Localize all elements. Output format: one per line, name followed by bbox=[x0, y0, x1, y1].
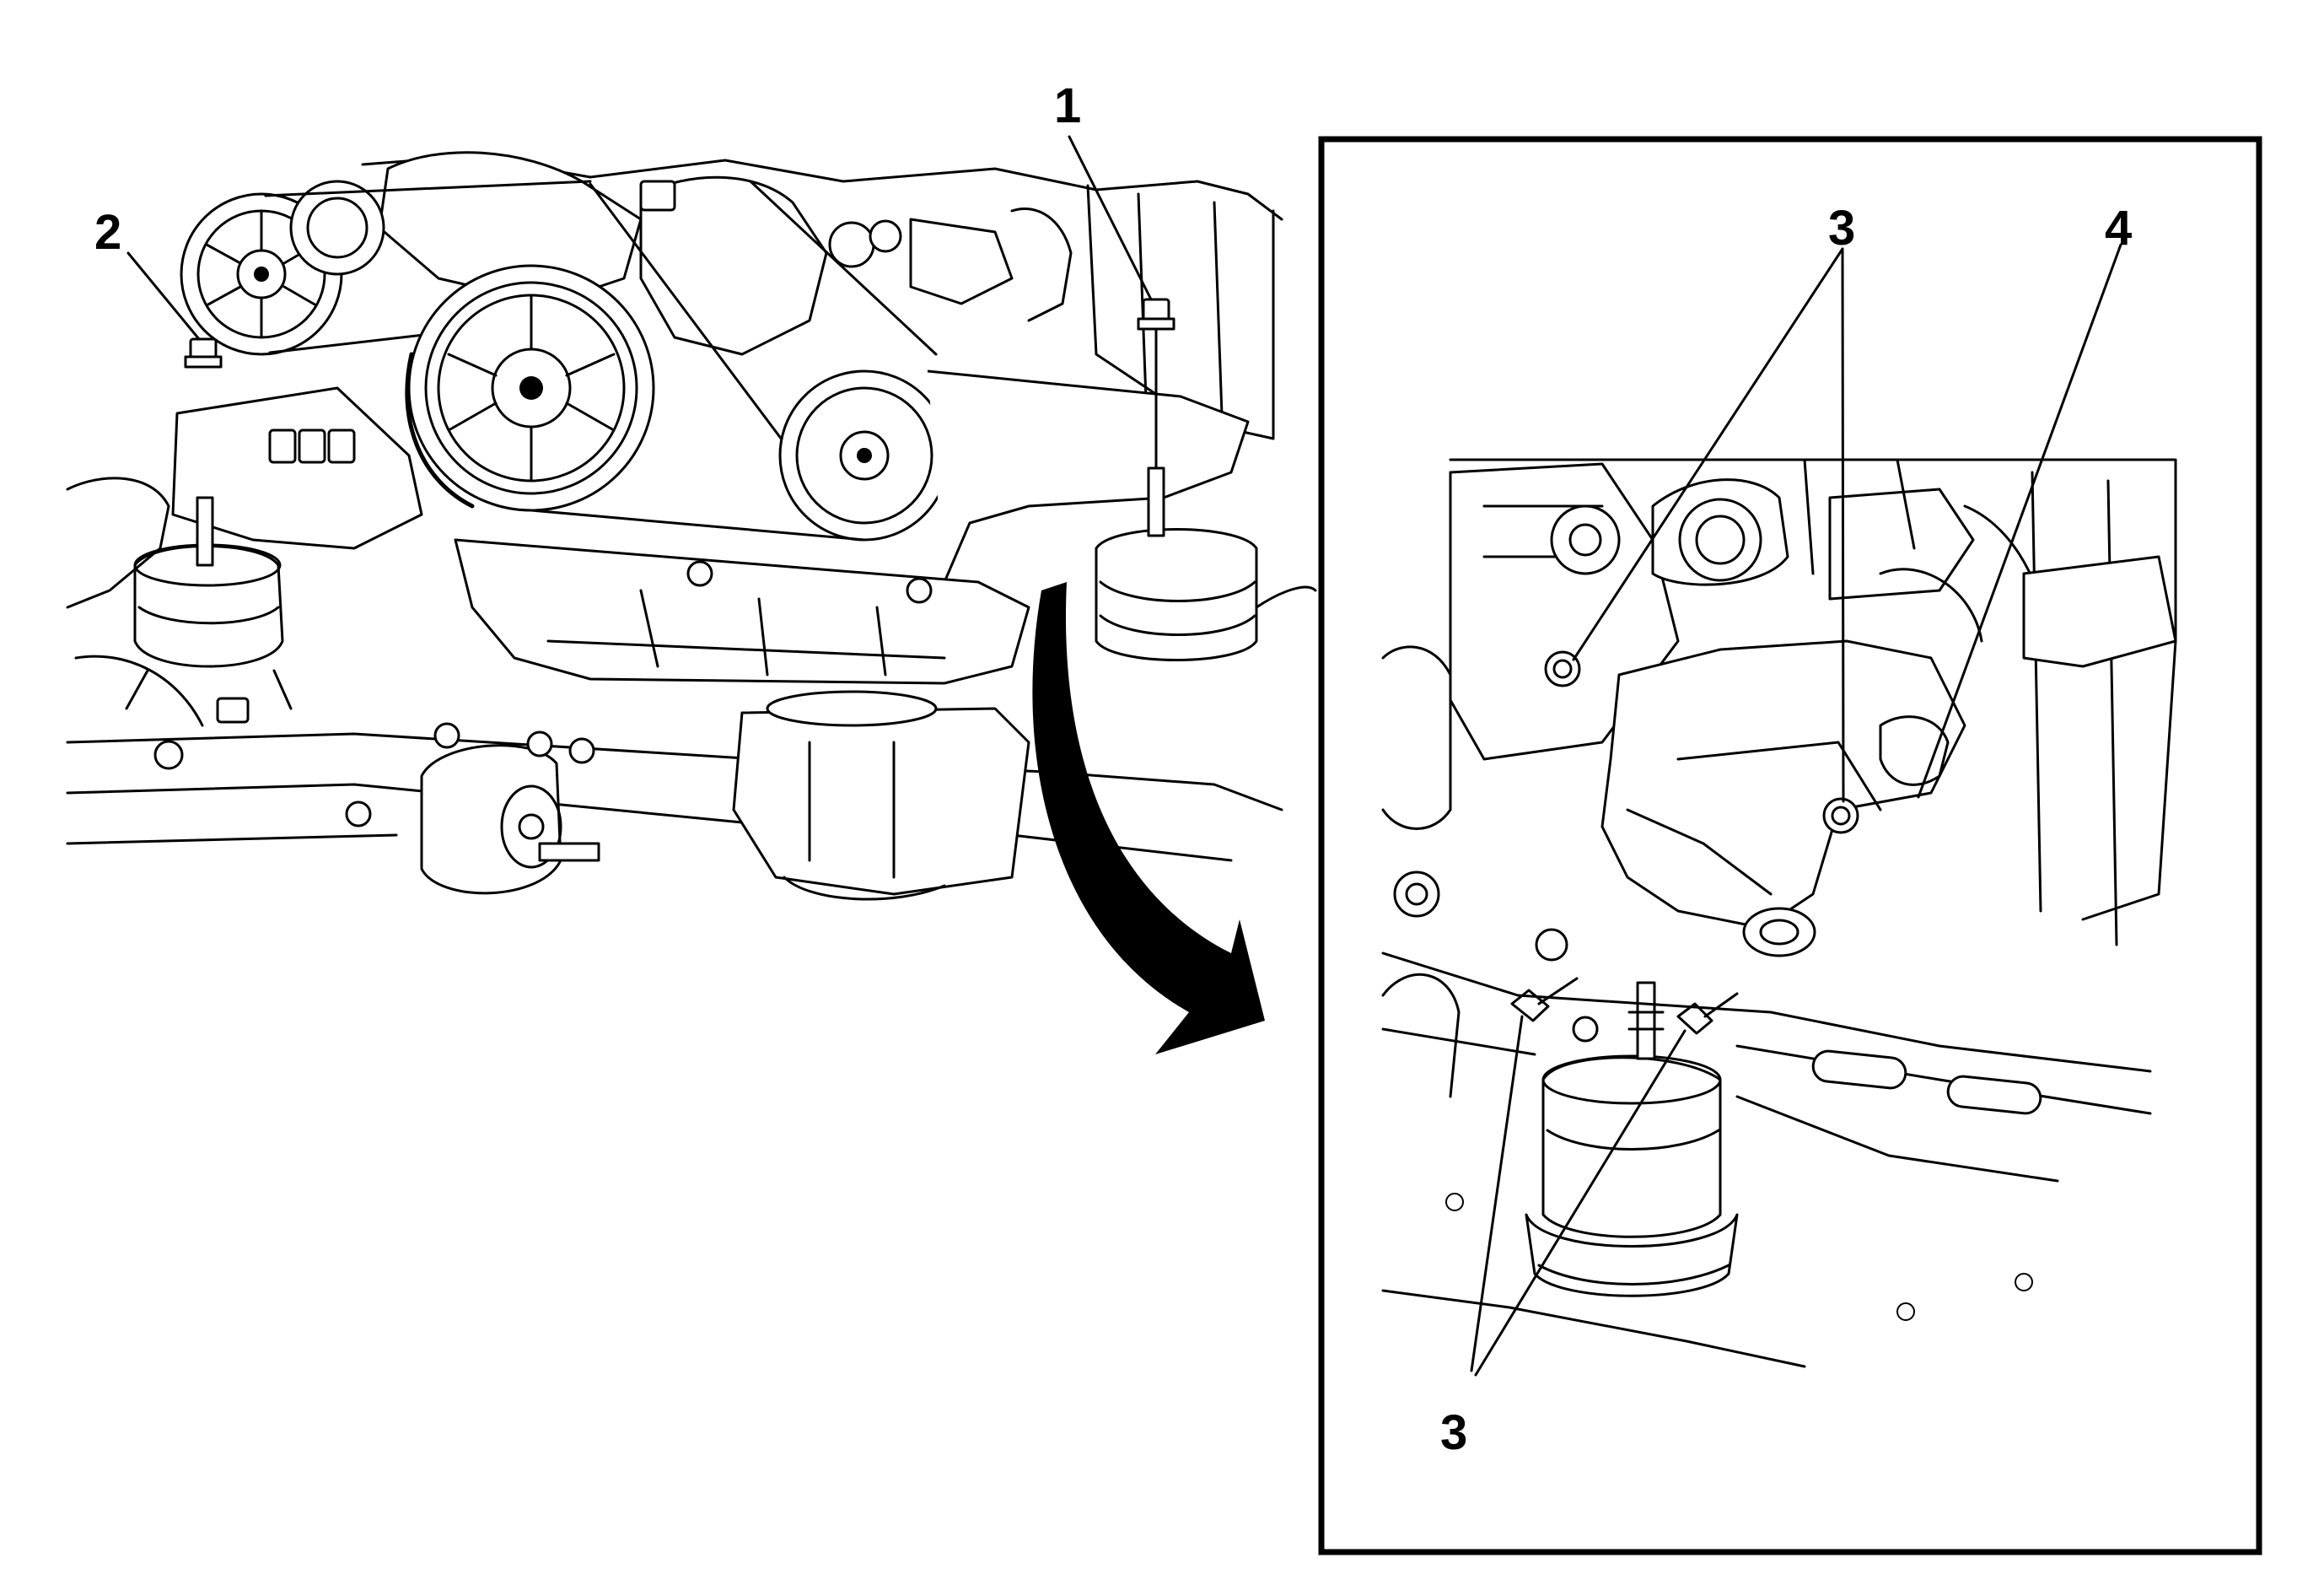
main-engine-view bbox=[66, 135, 1317, 901]
crankshaft-pulley bbox=[405, 264, 655, 512]
subframe bbox=[66, 732, 1283, 811]
detail-view bbox=[1381, 243, 2177, 1377]
leader-line-2 bbox=[126, 251, 201, 341]
drive-belt bbox=[264, 180, 592, 354]
left-engine-mount bbox=[125, 496, 293, 724]
leader-line-4 bbox=[1917, 243, 2122, 799]
leader-line-3a bbox=[1572, 247, 1844, 661]
engine-mount-bracket bbox=[1600, 639, 1966, 930]
oil-pan bbox=[454, 538, 1030, 685]
callout-1: 1 bbox=[1054, 78, 1081, 133]
bracket-bolts bbox=[268, 429, 356, 464]
bolt-head bbox=[639, 180, 676, 212]
idler-pulley bbox=[778, 369, 950, 542]
right-engine-mount bbox=[1095, 466, 1317, 661]
detail-arrow bbox=[1032, 582, 1265, 1054]
subframe-bolts bbox=[153, 722, 595, 827]
mount-stud bbox=[196, 496, 214, 567]
mount-stud bbox=[1147, 466, 1165, 537]
callout-4: 4 bbox=[2105, 201, 2132, 256]
leader-line-3d bbox=[1474, 1029, 1687, 1377]
callout-3-upper: 3 bbox=[1828, 201, 1855, 256]
mount-stud bbox=[1636, 981, 1656, 1060]
leader-line-3c bbox=[1470, 1015, 1524, 1372]
fitting bbox=[869, 219, 902, 253]
callout-3-lower: 3 bbox=[1440, 1405, 1467, 1460]
mount-bolt-2 bbox=[184, 337, 223, 369]
crossmember-mount bbox=[732, 707, 1030, 896]
steering-pump-pulley bbox=[180, 180, 385, 356]
subframe bbox=[1381, 951, 2152, 1073]
leader-line-1 bbox=[1068, 135, 1153, 301]
mount-bolt-1 bbox=[1137, 298, 1175, 470]
engine-mount-bracket bbox=[171, 386, 423, 550]
engine-cover bbox=[378, 151, 643, 305]
callout-2: 2 bbox=[94, 205, 121, 260]
subframe-bushing bbox=[420, 744, 600, 895]
mount-bolt-3-mid bbox=[1822, 797, 1859, 834]
mount-bolt-3-upper bbox=[1544, 650, 1581, 687]
stud-hole bbox=[1742, 907, 1816, 957]
bracket-ear bbox=[1879, 715, 1950, 786]
